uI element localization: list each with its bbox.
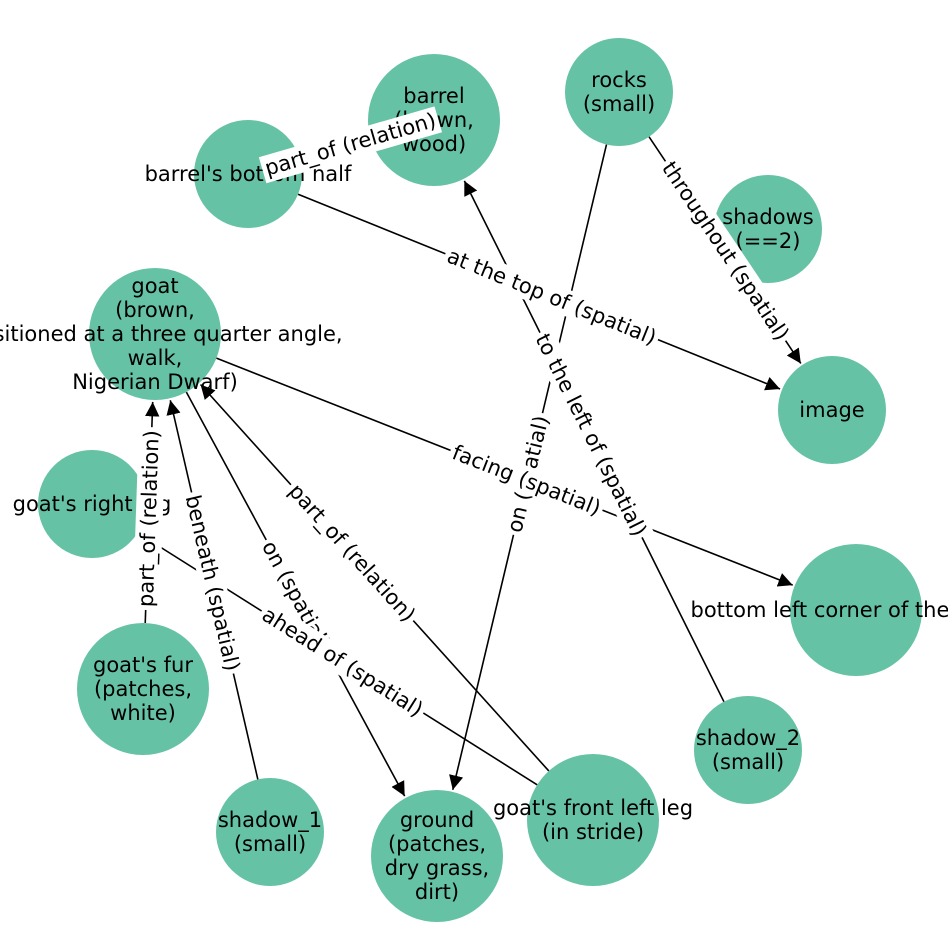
node-label-line: bottom left corner of the image	[691, 598, 948, 622]
node-label-line: (small)	[583, 92, 655, 116]
node-label-line: dry grass,	[385, 856, 489, 880]
node-label-line: Nigerian Dwarf)	[72, 370, 238, 394]
node-circle	[38, 450, 146, 558]
node-label-line: positioned at a three quarter angle,	[0, 322, 343, 346]
edge-label-background	[654, 154, 797, 348]
node-image: image	[778, 356, 886, 464]
node-label-line: (patches,	[94, 677, 192, 701]
node-ground: ground(patches,dry grass,dirt)	[371, 790, 503, 922]
node-circle	[694, 696, 802, 804]
edge-label-background	[132, 426, 166, 611]
node-goat: goat(brown,positioned at a three quarter…	[0, 268, 343, 400]
node-label-line: ground	[400, 808, 474, 832]
node-label-line: (patches,	[388, 832, 486, 856]
node-rocks: rocks(small)	[565, 38, 673, 146]
node-circle	[89, 268, 221, 400]
node-circle	[778, 356, 886, 464]
node-label-line: (small)	[234, 832, 306, 856]
edge-label-background	[528, 326, 654, 544]
node-circle	[527, 754, 659, 886]
edge-label-part-of-relation: part_of (relation)	[132, 426, 166, 611]
node-label-line: (small)	[712, 750, 784, 774]
node-label-line: (brown,	[115, 298, 195, 322]
node-label-line: walk,	[128, 346, 183, 370]
edge-label-background	[178, 489, 247, 677]
node-circle	[77, 623, 209, 755]
node-barrel-bottom: barrel's bottom half	[145, 120, 352, 228]
node-circle	[565, 38, 673, 146]
node-circle	[216, 778, 324, 886]
node-label-line: barrel	[403, 84, 464, 108]
node-shadow-2: shadow_2(small)	[694, 696, 802, 804]
node-goat-fur: goat's fur(patches,white)	[77, 623, 209, 755]
node-shadow-1: shadow_1(small)	[216, 778, 324, 886]
node-label-line: shadows	[722, 205, 813, 229]
node-label-line: goat's fur	[93, 653, 193, 677]
node-label-line: goat	[131, 274, 178, 298]
node-circle	[194, 120, 302, 228]
node-label-line: image	[799, 398, 864, 422]
node-circle	[371, 790, 503, 922]
node-label-line: dirt)	[415, 880, 459, 904]
edge-label-background	[445, 438, 608, 523]
node-label-line: shadow_2	[696, 726, 800, 751]
edge-label-background	[280, 476, 423, 631]
node-bottom-left: bottom left corner of the image	[691, 544, 948, 676]
node-label-line: (in stride)	[542, 820, 644, 844]
node-label-line: shadow_1	[218, 808, 322, 833]
node-label-line: white)	[110, 701, 176, 725]
node-label-line: goat's front left leg	[493, 796, 693, 820]
node-circle	[790, 544, 922, 676]
node-goat-front-left-leg: goat's front left leg(in stride)	[493, 754, 693, 886]
node-label-line: rocks	[591, 68, 647, 92]
edge-label-background	[254, 533, 338, 657]
edge-label-background	[254, 600, 431, 724]
edge-label-background	[258, 106, 443, 184]
edge-label-background	[440, 241, 663, 352]
node-label-line: (==2)	[736, 229, 801, 253]
